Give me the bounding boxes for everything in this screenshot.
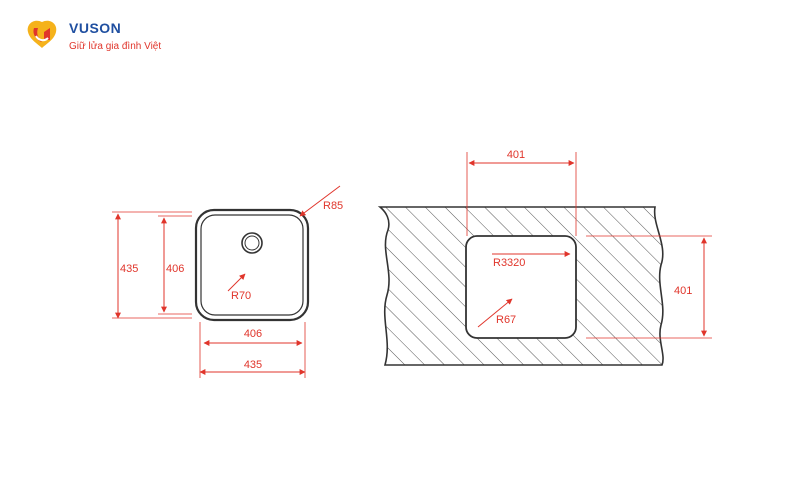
dim-outer-radius-leader — [299, 185, 341, 217]
sink-inner-outline — [200, 214, 304, 316]
dim-cutout-radius-bottom-label: R67 — [496, 314, 516, 326]
dim-inner-radius-leader — [227, 273, 246, 292]
brand-logo: VUSON Giữ lửa gia đình Việt — [22, 14, 182, 58]
sink-drain-outer — [241, 232, 263, 254]
dim-inner-height-label: 406 — [166, 263, 184, 275]
brand-tagline: Giữ lửa gia đình Việt — [69, 41, 162, 52]
dim-cutout-radius-bottom-leader — [477, 298, 513, 328]
dim-cutout-width-label: 401 — [507, 149, 525, 161]
dim-cutout-height-label: 401 — [674, 285, 692, 297]
vuson-logo-icon — [27, 20, 57, 48]
dim-outer-height-label: 435 — [120, 263, 138, 275]
sink-drain-inner — [244, 235, 260, 251]
sink-plan-view: 435 406 406 435 R85 R70 — [112, 185, 343, 378]
dim-inner-width-label: 406 — [244, 328, 262, 340]
dim-outer-width-label: 435 — [244, 359, 262, 371]
countertop-cutout-view: 401 401 R3320 R67 — [377, 149, 712, 366]
dim-outer-radius-label: R85 — [323, 200, 343, 212]
brand-name: VUSON — [69, 20, 122, 36]
cutout-opening — [465, 235, 577, 339]
dim-cutout-radius-top-label: R3320 — [493, 257, 525, 269]
sink-outer-outline — [194, 208, 310, 322]
dim-inner-radius-label: R70 — [231, 290, 251, 302]
